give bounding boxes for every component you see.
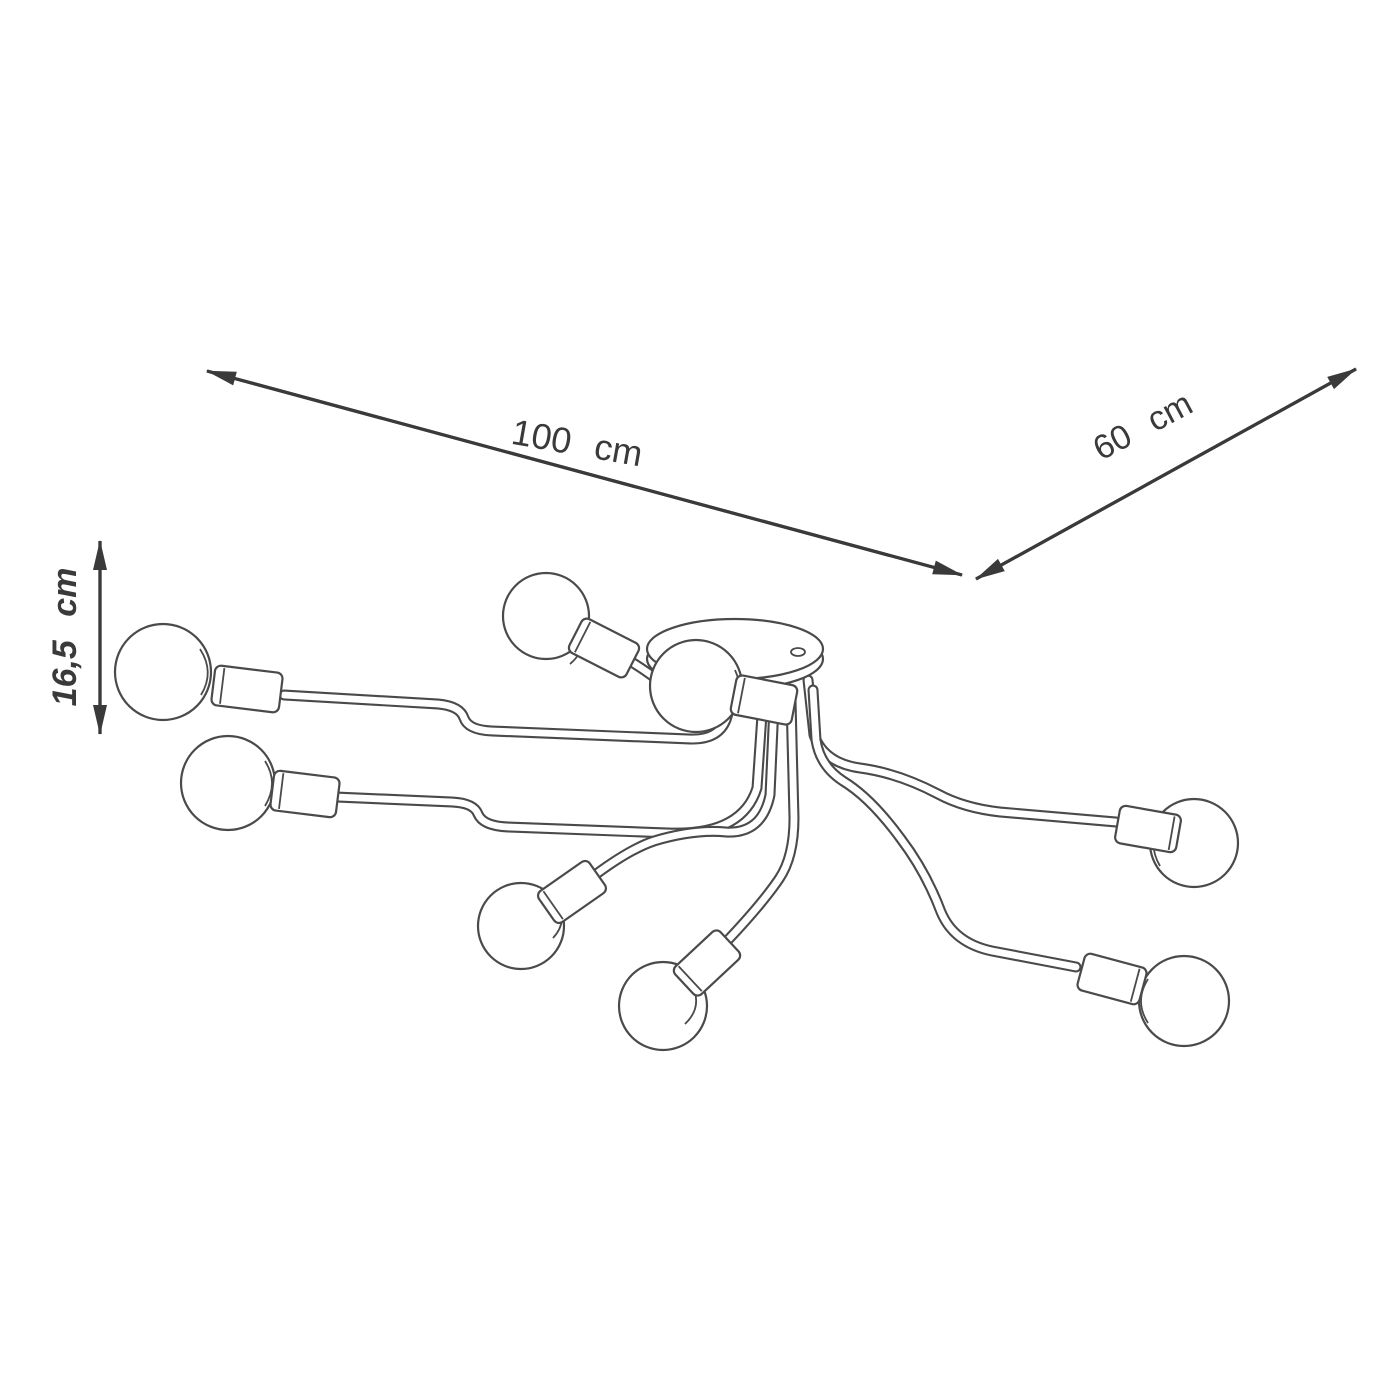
lamp-bulb-upper-left [113, 622, 284, 722]
width-dimension-label: 100 cm [509, 411, 646, 474]
bulb-socket [672, 929, 742, 997]
height-dimension-label: 16,5 cm [46, 568, 84, 707]
lamp-drawing [113, 571, 1240, 1052]
lamp-arms [278, 655, 1122, 973]
lamp-bulb-left [179, 734, 341, 832]
lamp-bulb-right [1114, 797, 1240, 889]
lamp-bulb-bottom-right [1076, 952, 1231, 1048]
bulb-socket [1114, 804, 1182, 854]
bulb-glass [113, 622, 213, 722]
lamp-bulb-center [648, 638, 799, 734]
bulb-glass [648, 638, 744, 734]
bulb-socket [536, 859, 608, 925]
bulb-socket [210, 664, 284, 714]
depth-dimension-label: 60 cm [1087, 384, 1199, 468]
lamp-bulb-bottom-middle [617, 929, 742, 1052]
bulb-glass [501, 571, 591, 661]
lamp-bulb-lower-left [476, 859, 608, 971]
width-dimension-arrow [206, 369, 963, 577]
lamp-bulb-upper-middle [501, 571, 641, 679]
bulb-socket [567, 617, 641, 679]
bulb-glass [179, 734, 277, 832]
bulb-glass [1137, 954, 1231, 1048]
bulb-socket [269, 769, 341, 819]
bulb-socket [1076, 952, 1148, 1006]
bulb-socket [729, 674, 799, 726]
depth-dimension-arrow [975, 367, 1357, 581]
